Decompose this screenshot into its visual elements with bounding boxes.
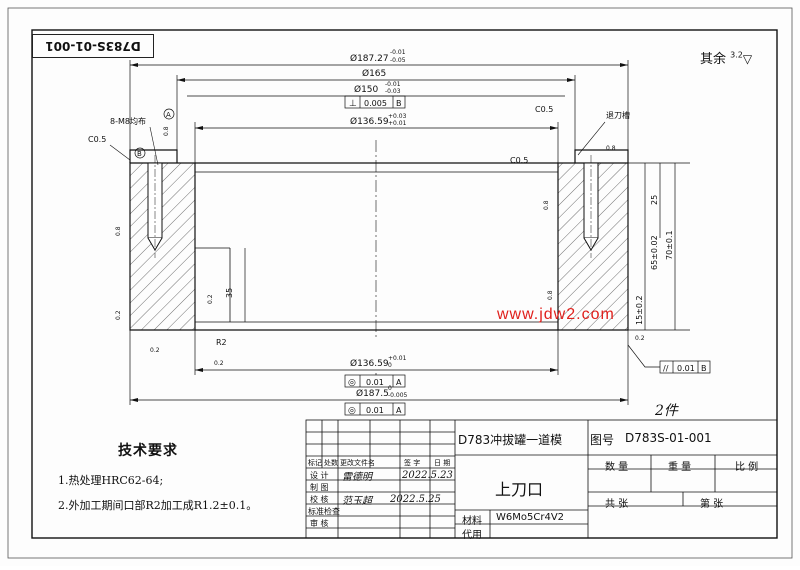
label-groove: 退刀槽	[606, 110, 630, 120]
technical-requirements: 技术要求 1.热处理HRC62-64; 2.外加工期间口部R2加工成R1.2±0…	[58, 440, 298, 522]
svg-text:A: A	[396, 406, 402, 415]
svg-text:15±0.2: 15±0.2	[635, 295, 644, 325]
svg-text:25: 25	[650, 195, 659, 205]
datum-b: B	[137, 150, 142, 158]
dim-d187-5: Ø187.5	[356, 388, 389, 399]
svg-text:-0.05: -0.05	[390, 57, 406, 64]
svg-text:C0.5: C0.5	[510, 156, 528, 165]
svg-text:0.8: 0.8	[543, 200, 550, 210]
svg-text:0.8: 0.8	[606, 145, 616, 152]
svg-text:0: 0	[388, 385, 392, 392]
svg-text:0.01: 0.01	[677, 364, 695, 373]
dim-d150: Ø150	[354, 84, 379, 95]
svg-text:+0.01: +0.01	[388, 120, 407, 127]
rest-roughness: 其余 3.2▽	[700, 50, 753, 67]
tech-title: 技术要求	[118, 443, 178, 459]
svg-text:+0.03: +0.03	[388, 113, 407, 120]
designer-signature: 雷德明	[342, 472, 372, 483]
svg-text:0: 0	[388, 362, 392, 369]
drawing-no-label: 图号	[590, 433, 615, 447]
project-name: D783冲拔罐一道模	[458, 433, 563, 447]
checker-signature: 范玉超	[342, 496, 372, 507]
check-date: 2022.5.25	[390, 494, 441, 505]
part-name: 上刀口	[495, 480, 544, 499]
svg-text:A: A	[396, 378, 402, 387]
svg-text:70±0.1: 70±0.1	[665, 230, 674, 260]
datum-a: A	[166, 111, 171, 119]
svg-text:0.8: 0.8	[115, 226, 122, 236]
label-holes: 8-M8均布	[110, 116, 146, 126]
outer-frame	[7, 7, 793, 559]
svg-text://: //	[663, 364, 669, 373]
dim-d187-27: Ø187.27	[350, 53, 389, 64]
tech-item-2: 2.外加工期间口部R2加工成R1.2±0.1。	[58, 499, 258, 512]
svg-text:0.2: 0.2	[150, 347, 160, 354]
drawing-number-stamp: D783S-01-001	[32, 34, 154, 58]
svg-text:35: 35	[225, 288, 234, 298]
svg-text:C0.5: C0.5	[88, 135, 106, 144]
svg-text:0.8: 0.8	[547, 290, 554, 300]
tech-item-1: 1.热处理HRC62-64;	[58, 474, 164, 487]
svg-text:0.2: 0.2	[115, 310, 122, 320]
svg-text:+0.01: +0.01	[388, 355, 407, 362]
drawing-no: D783S-01-001	[625, 431, 712, 445]
svg-text:0.01: 0.01	[366, 406, 384, 415]
svg-text:-0.03: -0.03	[385, 88, 401, 95]
watermark: www.jdw2.com	[497, 306, 615, 323]
svg-text:0.2: 0.2	[635, 335, 645, 342]
handwritten-note: 2件	[655, 403, 678, 419]
svg-text:-0.01: -0.01	[385, 81, 401, 88]
svg-text:-0.005: -0.005	[388, 392, 408, 399]
svg-text:0.2: 0.2	[214, 360, 224, 367]
svg-text:0.8: 0.8	[163, 126, 170, 136]
svg-text:◎: ◎	[348, 406, 356, 416]
svg-text:B: B	[701, 364, 707, 373]
dim-d136-top: Ø136.59	[350, 116, 389, 127]
svg-text:0.01: 0.01	[366, 378, 384, 387]
svg-text:R2: R2	[216, 338, 227, 347]
svg-text:◎: ◎	[348, 378, 356, 388]
dim-d165: Ø165	[362, 68, 386, 79]
svg-text:C0.5: C0.5	[535, 105, 553, 114]
material: W6Mo5Cr4V2	[496, 512, 565, 523]
svg-text:65±0.02: 65±0.02	[650, 235, 659, 270]
svg-text:-0.01: -0.01	[390, 49, 406, 56]
dim-d136-bot: Ø136.59	[350, 358, 389, 369]
svg-text:B: B	[396, 99, 402, 108]
title-block	[305, 419, 778, 539]
svg-text:0.2: 0.2	[207, 294, 214, 304]
svg-text:⊥: ⊥	[349, 99, 357, 109]
design-date: 2022.5.23	[402, 470, 453, 481]
svg-text:0.005: 0.005	[364, 99, 387, 108]
